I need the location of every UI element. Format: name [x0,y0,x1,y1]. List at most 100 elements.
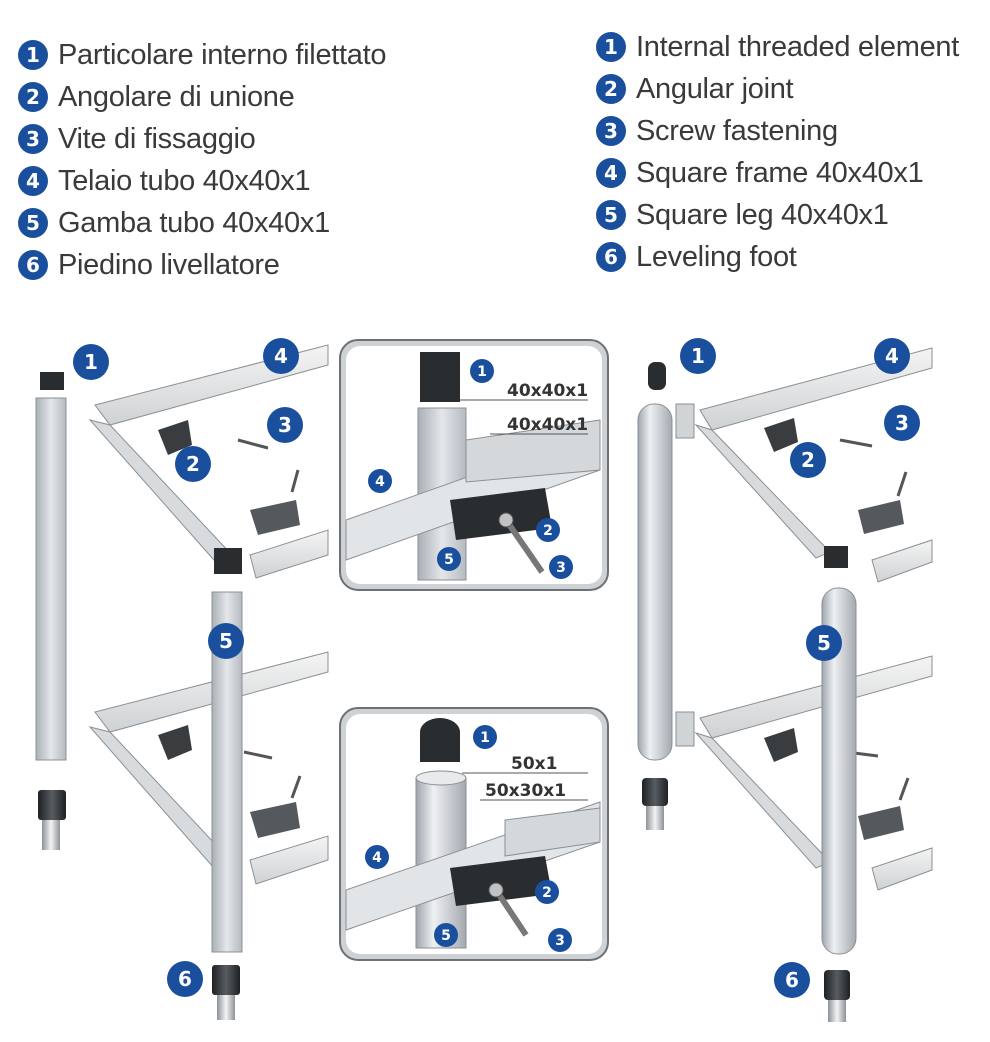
callout-1: 1 [680,338,716,374]
svg-text:4: 4 [375,474,385,490]
svg-text:4: 4 [885,344,899,368]
svg-text:2: 2 [801,448,815,472]
threaded-insert [420,718,460,762]
foot-stem [646,806,664,830]
corner-joint [214,548,242,574]
right-assembly: 1 4 3 2 5 6 [637,338,933,1022]
bracket [675,403,695,439]
dimension-label: 50x30x1 [485,781,566,801]
legend-it-label: Particolare interno filettato [58,38,387,71]
number-badge: 4 [596,158,626,188]
callout-5: 5 [806,625,842,661]
legend-en-item: 5 Square leg 40x40x1 [596,194,959,236]
legend-en-label: Screw fastening [636,114,838,147]
svg-text:5: 5 [219,629,233,653]
callout-1: 1 [470,359,494,383]
screw [290,469,300,493]
number-badge: 4 [18,166,48,196]
legend-it-label: Piedino livellatore [58,248,280,281]
frame-tube [465,419,601,483]
legend-en-label: Leveling foot [636,240,797,273]
callout-3: 3 [267,407,303,443]
callout-2: 2 [535,880,559,904]
leveling-foot [212,965,240,995]
frame-tube [504,807,601,857]
angular-joint [250,802,300,838]
svg-text:3: 3 [555,933,565,949]
screw [237,438,269,450]
callout-5: 5 [434,923,458,947]
svg-text:1: 1 [477,364,487,380]
callout-1: 1 [473,725,497,749]
legend-en-label: Square leg 40x40x1 [636,198,889,231]
screw [839,438,873,448]
number-badge: 1 [596,32,626,62]
foot-stem [828,1000,846,1022]
leveling-foot [824,970,850,1000]
number-badge: 2 [596,74,626,104]
callout-3: 3 [884,405,920,441]
svg-text:3: 3 [556,560,566,576]
threaded-insert [40,372,64,390]
angular-joint [858,500,904,534]
angular-joint [450,488,552,540]
frame-tube [871,847,933,891]
legend-it-item: 2 Angolare di unione [18,76,386,118]
screw [243,750,273,760]
frame-tube [699,655,933,739]
bracket [675,711,695,747]
callout-6: 6 [167,961,203,997]
frame-tube [699,347,933,431]
dimension-label: 40x40x1 [507,381,588,401]
round-leg [821,587,857,955]
callout-2: 2 [536,518,560,542]
left-assembly: 1 4 3 2 5 6 [35,338,329,1020]
callout-5: 5 [208,623,244,659]
screw [493,888,529,937]
dimension-label: 50x1 [511,754,557,774]
frame-tube [694,731,831,869]
number-badge: 1 [18,40,48,70]
threaded-insert [648,362,666,390]
callout-4: 4 [368,469,392,493]
dimension-label: 40x40x1 [507,415,588,435]
frame-tube [871,539,933,583]
callout-2: 2 [790,442,826,478]
callout-5: 5 [437,547,461,571]
threaded-insert [420,352,460,402]
svg-text:5: 5 [817,631,831,655]
number-badge: 3 [18,124,48,154]
number-badge: 2 [18,82,48,112]
washer [488,882,504,898]
frame-tube [249,835,329,885]
legend-it-label: Angolare di unione [58,80,295,113]
number-badge: 5 [596,200,626,230]
callout-6: 6 [774,962,810,998]
callout-2: 2 [175,446,211,482]
frame-tube [88,726,233,869]
screw [503,518,545,574]
legend-it-item: 1 Particolare interno filettato [18,34,387,76]
svg-text:3: 3 [895,411,909,435]
round-leg [637,403,673,761]
svg-text:2: 2 [542,885,552,901]
svg-text:6: 6 [785,968,799,992]
svg-text:1: 1 [84,350,98,374]
svg-text:5: 5 [441,928,451,944]
svg-text:3: 3 [278,413,292,437]
callout-4: 4 [874,338,910,374]
callout-4: 4 [263,338,299,374]
angular-joint [158,725,192,760]
callout-3: 3 [548,928,572,952]
foot-stem [217,995,235,1020]
angular-joint [450,856,552,906]
legend-it-label: Gamba tubo 40x40x1 [58,206,330,239]
